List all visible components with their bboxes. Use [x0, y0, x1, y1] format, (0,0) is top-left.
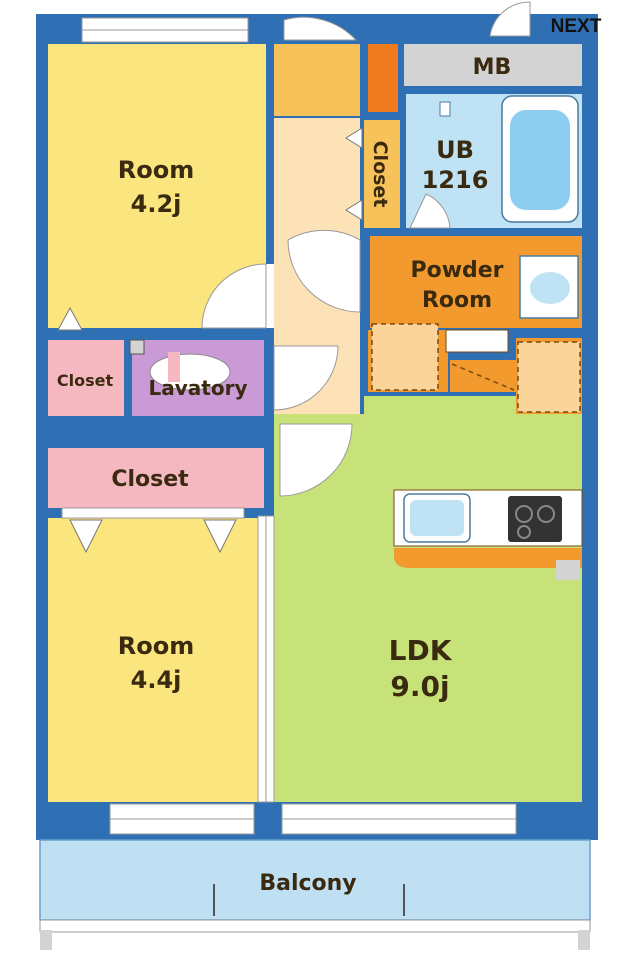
label-room-top: Room	[118, 156, 194, 184]
closet-door-marker-3	[203, 519, 237, 554]
label-balcony: Balcony	[259, 871, 356, 896]
bathtub-inner	[510, 110, 570, 210]
shoe-cabinet	[368, 44, 398, 112]
toilet-tank	[168, 352, 180, 382]
vent-box	[556, 560, 580, 580]
burner-1	[515, 505, 533, 523]
pipe-shaft	[129, 339, 145, 355]
label-room-top-size: 4.2j	[131, 190, 182, 218]
closet-wide-area	[48, 448, 264, 508]
closet-hall-area	[364, 120, 400, 228]
door-swing-next	[489, 1, 531, 37]
label-room-bottom-size: 4.4j	[131, 666, 182, 694]
closet-door-marker-2	[69, 519, 103, 554]
label-ub-size: 1216	[422, 166, 489, 194]
balcony-post-right	[578, 930, 590, 950]
door-swing-ub	[409, 193, 451, 229]
entry-area	[274, 44, 360, 116]
closet-door-marker-1	[57, 306, 83, 331]
closet-door-strip	[61, 507, 245, 519]
door-swing-ldk	[279, 423, 353, 497]
washbasin-bowl	[530, 272, 570, 304]
storage-dash	[451, 363, 515, 391]
balcony-area	[39, 839, 591, 921]
balcony-rail	[39, 919, 591, 933]
stove	[508, 496, 562, 542]
label-ldk: LDK	[389, 634, 453, 667]
label-powder-room-2: Room	[422, 288, 492, 313]
label-lavatory: Lavatory	[149, 376, 248, 400]
burner-3	[517, 525, 531, 539]
door-swing-entry	[283, 16, 358, 41]
kitchen-sink-bowl	[410, 500, 464, 536]
fridge-box	[517, 341, 581, 413]
label-room-bottom: Room	[118, 632, 194, 660]
door-swing-lavatory	[273, 345, 339, 411]
door-room-top	[266, 264, 274, 328]
balcony-post-left	[40, 930, 52, 950]
door-swing-hall	[287, 229, 361, 313]
label-closet-wide: Closet	[111, 467, 189, 492]
label-closet-small: Closet	[57, 371, 114, 390]
closet-small-area	[48, 340, 124, 416]
burner-2	[537, 505, 555, 523]
label-mb: MB	[473, 55, 512, 80]
label-ldk-size: 9.0j	[390, 670, 449, 703]
label-closet-hall: Closet	[369, 141, 391, 208]
room-bottom-area	[48, 518, 258, 802]
closet-door-marker-4	[345, 127, 363, 149]
label-powder-room-1: Powder	[410, 258, 503, 283]
shower-fixture	[439, 101, 451, 117]
label-next: NEXT	[551, 16, 602, 37]
label-ub: UB	[436, 136, 474, 164]
closet-door-marker-5	[345, 199, 363, 221]
mb-area	[404, 44, 582, 86]
washer-space	[371, 323, 439, 391]
counter-shelf	[445, 329, 509, 353]
door-swing-room-top	[201, 263, 267, 329]
kitchen-cabinet	[394, 548, 582, 568]
